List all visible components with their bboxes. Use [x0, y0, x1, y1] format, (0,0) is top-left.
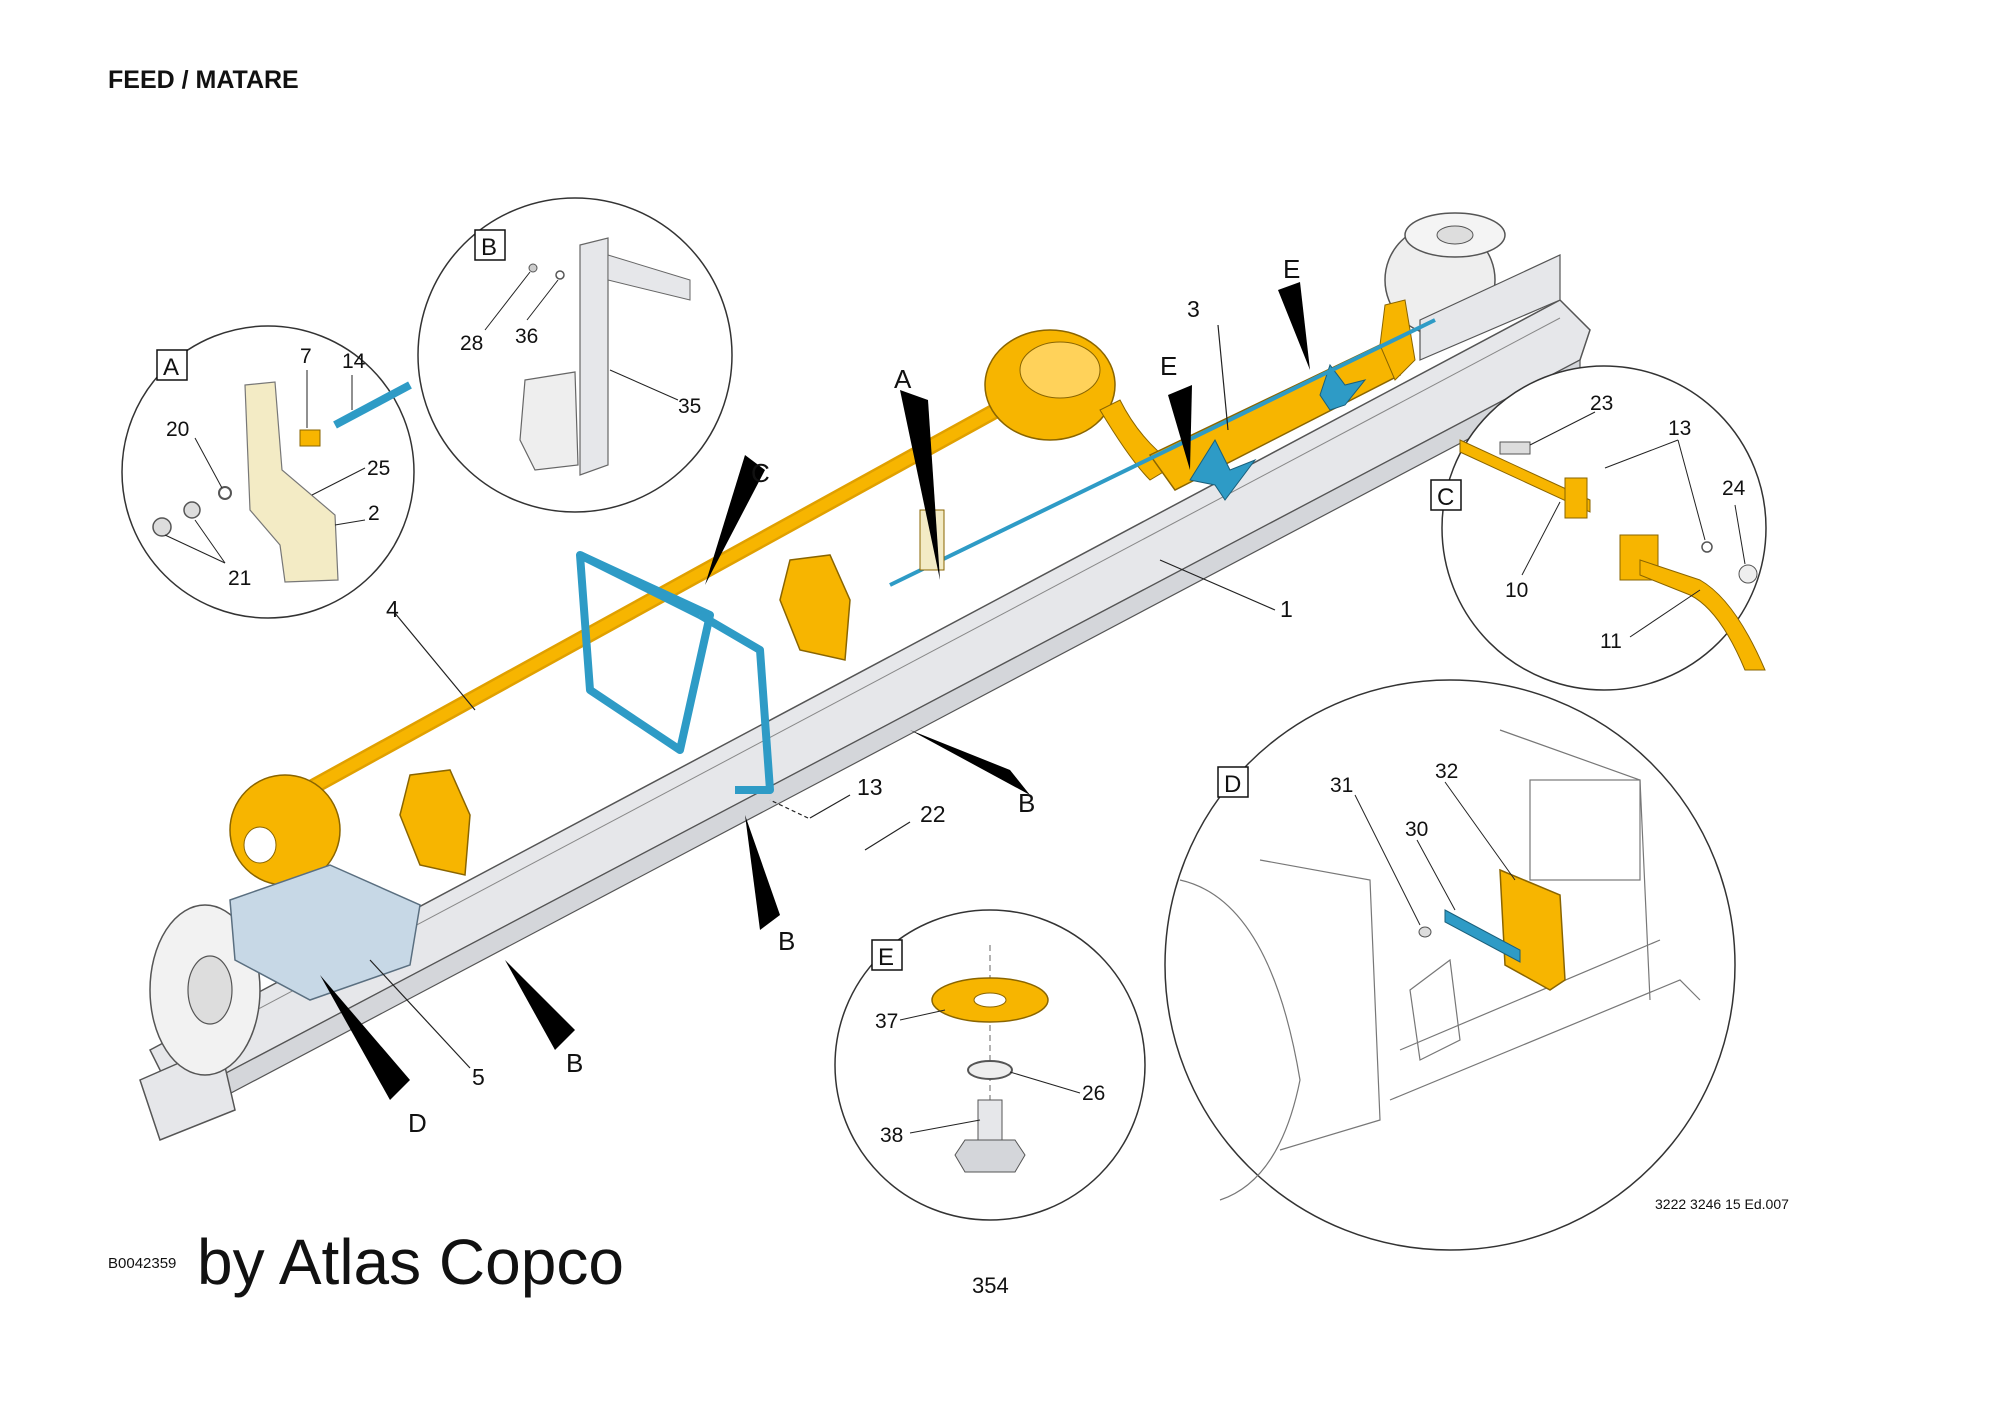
label-A: A	[894, 364, 912, 394]
front-yellow-drum	[229, 774, 341, 886]
label-1: 1	[1280, 596, 1293, 622]
label-a-20: 20	[166, 418, 189, 441]
page-number: 354	[972, 1273, 1009, 1298]
label-c-13: 13	[1668, 417, 1691, 440]
detail-d-tag: D	[1224, 771, 1241, 798]
label-B3: B	[566, 1048, 583, 1078]
main-leaders	[369, 324, 1276, 1069]
label-e-38: 38	[880, 1124, 903, 1147]
label-E1: E	[1160, 351, 1177, 381]
label-3: 3	[1187, 296, 1200, 322]
label-a-14: 14	[342, 350, 366, 373]
label-B2: B	[778, 926, 795, 956]
detail-b: B 28 36 35	[417, 197, 733, 513]
label-4: 4	[386, 596, 399, 622]
label-c-10: 10	[1505, 579, 1528, 602]
view-pointers	[320, 282, 1310, 1100]
label-b-36: 36	[515, 325, 538, 348]
label-b-28: 28	[460, 332, 483, 355]
label-D: D	[408, 1108, 427, 1138]
detail-b-tag: B	[481, 234, 497, 261]
label-5: 5	[472, 1064, 485, 1090]
label-e-37: 37	[875, 1010, 898, 1033]
label-a-2: 2	[368, 502, 380, 525]
detail-e: E 37 26 38	[834, 909, 1146, 1221]
hydraulic-unit	[229, 864, 421, 1001]
centralizer-rear	[779, 554, 851, 661]
label-d-32: 32	[1435, 760, 1458, 783]
rear-reel	[1384, 212, 1561, 361]
detail-c: C 23 13 24 10 11	[1430, 365, 1767, 691]
label-a-7: 7	[300, 345, 312, 368]
document-reference: 3222 3246 15 Ed.007	[1655, 1196, 1789, 1212]
label-a-25: 25	[367, 457, 390, 480]
image-id: B0042359	[108, 1255, 177, 1272]
centralizer-front	[399, 769, 471, 876]
yellow-rod	[272, 392, 1023, 813]
detail-e-tag: E	[878, 944, 894, 971]
front-wheel	[149, 904, 261, 1076]
detail-c-tag: C	[1437, 484, 1454, 511]
rear-yellow-drum	[984, 329, 1176, 481]
label-B1: B	[1018, 788, 1035, 818]
brand-text: by Atlas Copco	[197, 1226, 624, 1298]
main-callouts: 1 3 4 5 13 22 A C B B B D E E	[386, 254, 1300, 1138]
blue-hose	[889, 318, 1436, 587]
label-b-35: 35	[678, 395, 701, 418]
page-title: FEED / MATARE	[108, 66, 299, 94]
label-22: 22	[920, 801, 946, 827]
feed-beam	[149, 299, 1591, 1121]
detail-a-tag: A	[163, 354, 179, 381]
label-c-24: 24	[1722, 477, 1746, 500]
label-C: C	[751, 458, 770, 488]
label-c-11: 11	[1600, 630, 1622, 653]
label-d-31: 31	[1330, 774, 1353, 797]
label-E2: E	[1283, 254, 1300, 284]
label-e-26: 26	[1082, 1082, 1105, 1105]
label-d-30: 30	[1405, 818, 1428, 841]
label-a-21: 21	[228, 567, 251, 590]
detail-d: D 31 32 30	[1164, 679, 1736, 1251]
label-c-23: 23	[1590, 392, 1613, 415]
blue-frame	[576, 551, 774, 794]
detail-a: A 7 14 20 25 2 21	[121, 325, 415, 619]
label-13: 13	[857, 774, 883, 800]
